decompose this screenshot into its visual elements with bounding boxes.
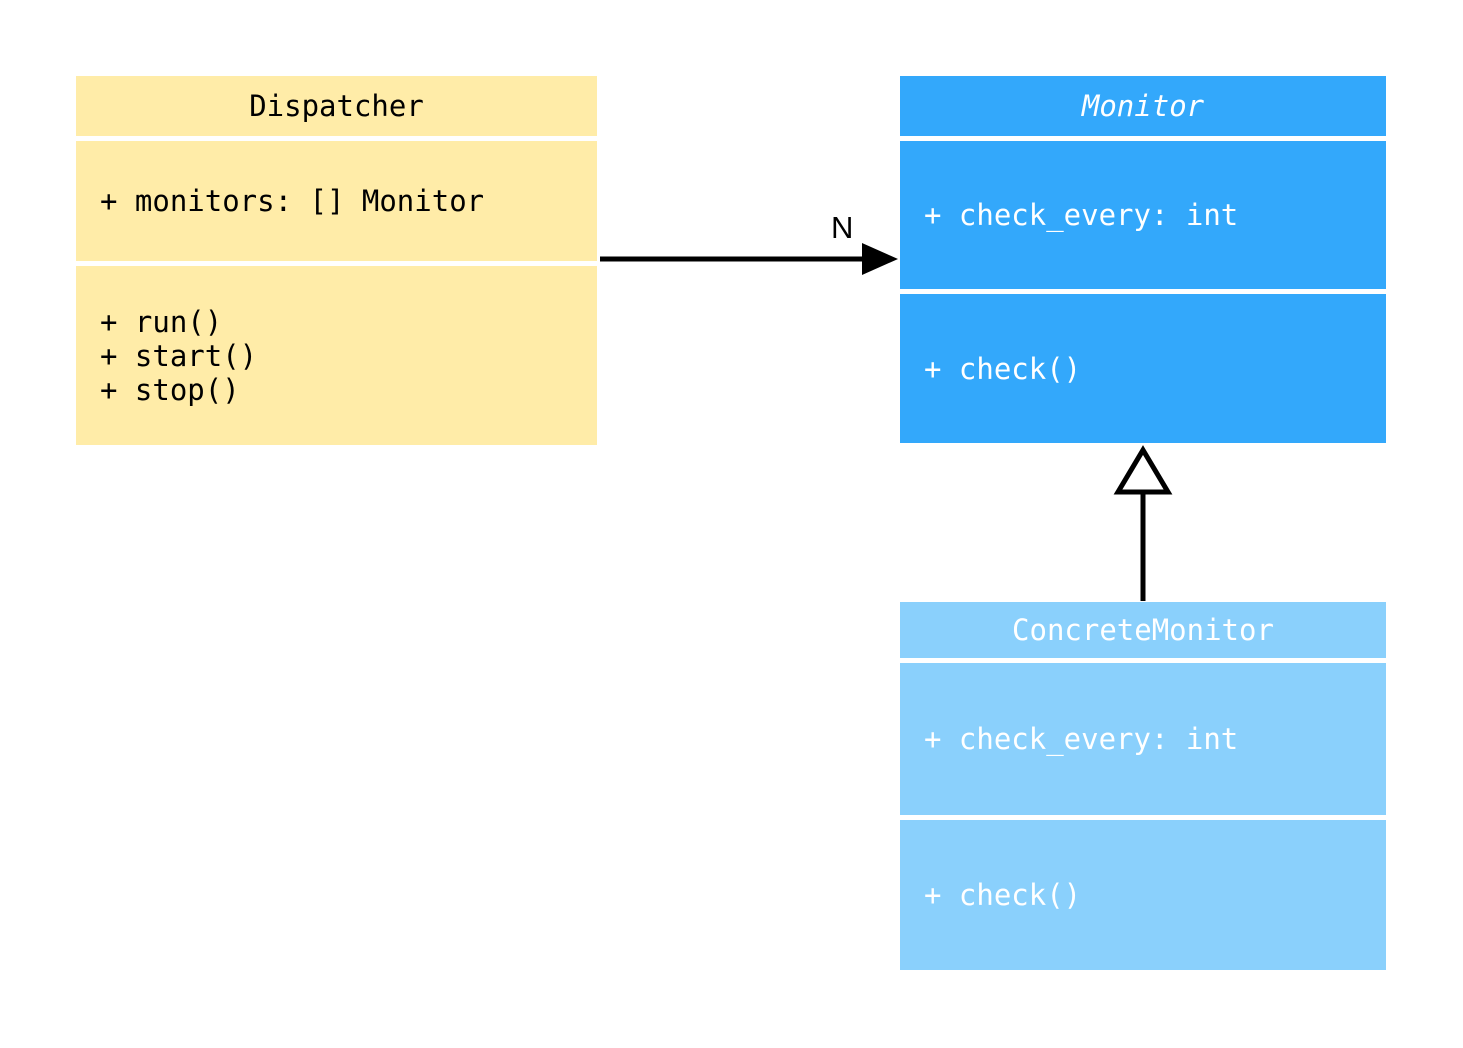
attribute-row: + check_every: int <box>924 722 1239 756</box>
class-divider <box>76 136 597 141</box>
operation-row: + run() <box>100 304 223 339</box>
class-divider <box>900 658 1386 663</box>
class-operations-dispatcher: + run() + start() + stop() <box>76 266 597 445</box>
association-multiplicity-label: N <box>831 210 854 245</box>
operation-row: + start() <box>100 338 258 373</box>
class-operations-concrete-monitor: + check() <box>900 820 1386 970</box>
class-divider <box>900 136 1386 141</box>
class-box-monitor[interactable]: Monitor + check_every: int + check() <box>900 76 1386 443</box>
operation-row: + check() <box>924 878 1082 912</box>
attribute-row: + monitors: [] Monitor <box>100 184 485 218</box>
class-attributes-concrete-monitor: + check_every: int <box>900 663 1386 815</box>
class-title-dispatcher: Dispatcher <box>76 76 597 136</box>
class-attributes-dispatcher: + monitors: [] Monitor <box>76 141 597 261</box>
class-divider <box>76 261 597 266</box>
operation-row: + stop() <box>100 372 240 407</box>
association-arrowhead-icon <box>862 243 898 275</box>
class-operations-monitor: + check() <box>900 294 1386 443</box>
class-box-concrete-monitor[interactable]: ConcreteMonitor + check_every: int + che… <box>900 602 1386 970</box>
operation-row: + check() <box>924 351 1082 386</box>
association-arrow-dispatcher-monitor <box>600 243 898 275</box>
class-title-concrete-monitor: ConcreteMonitor <box>900 602 1386 658</box>
generalization-arrow-concrete-monitor <box>1113 445 1173 601</box>
class-divider <box>900 815 1386 820</box>
class-divider <box>900 289 1386 294</box>
class-box-dispatcher[interactable]: Dispatcher + monitors: [] Monitor + run(… <box>76 76 597 445</box>
attribute-row: + check_every: int <box>924 198 1239 232</box>
generalization-hollow-triangle-icon <box>1113 445 1173 495</box>
class-attributes-monitor: + check_every: int <box>900 141 1386 289</box>
class-title-monitor: Monitor <box>900 76 1386 136</box>
